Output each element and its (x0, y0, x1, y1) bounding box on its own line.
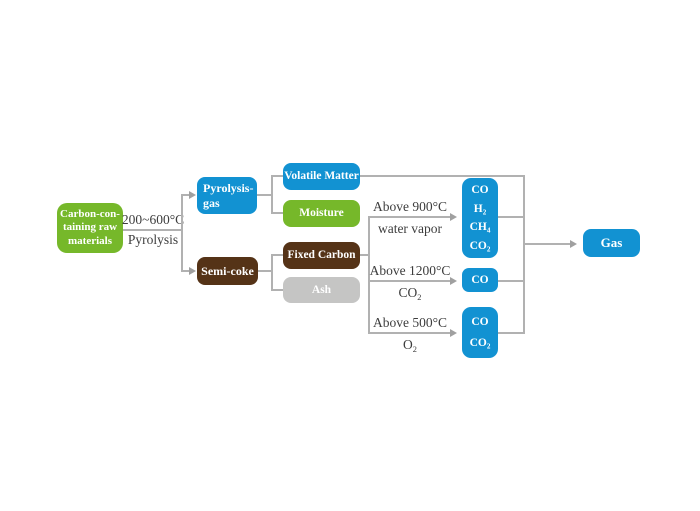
chemical-formula: CH4 (469, 221, 491, 235)
connector-to-moisture (271, 212, 283, 214)
connector-fixed-carbon-out (360, 254, 370, 256)
connector-to-fixed-carbon (271, 254, 283, 256)
reaction1-reagent: water vapor (370, 221, 450, 237)
connector-products2-to-bus (498, 280, 525, 282)
node-raw-materials-line2: taining raw (62, 221, 118, 234)
reaction1-arrow-line (368, 216, 451, 218)
reaction3-arrow-line (368, 332, 451, 334)
reaction2-arrowhead (450, 277, 457, 285)
chemical-formula: CO2 (469, 337, 491, 351)
connector-to-ash (271, 289, 283, 291)
node-moisture-label: Moisture (299, 207, 344, 220)
chemical-formula: CO2 (469, 240, 491, 254)
reaction3-reagent-sub: 2 (412, 344, 417, 354)
connector-coke-bracket (271, 254, 273, 291)
node-volatile-matter: Volatile Matter (283, 163, 360, 190)
pyrolysis-condition-label: 200~600°C (121, 212, 185, 227)
reaction3-reagent-base: O (403, 337, 413, 352)
arrowhead-pyrolysis-gas (189, 191, 196, 199)
node-products-o2-reaction: CO CO2 (462, 307, 498, 358)
reaction1-reagent-base: water vapor (377, 221, 443, 236)
node-gas: Gas (583, 229, 640, 257)
connector-to-semi-coke (181, 270, 190, 272)
arrowhead-semi-coke (189, 267, 196, 275)
connector-products3-to-bus (498, 332, 525, 334)
reaction2-reagent-sub: 2 (417, 292, 422, 302)
node-ash-label: Ash (311, 283, 332, 296)
reaction2-arrow-line (368, 280, 451, 282)
connector-to-pyrolysis-gas (181, 194, 190, 196)
node-fixed-carbon: Fixed Carbon (283, 242, 360, 269)
connector-volatile-to-bus (360, 175, 525, 177)
node-semi-coke-label: Semi-coke (201, 263, 254, 278)
connector-semi-coke-out (258, 270, 273, 272)
reaction3-reagent: O2 (370, 337, 450, 354)
connector-left-bus (368, 216, 370, 334)
node-raw-materials: Carbon-con- taining raw materials (57, 203, 123, 253)
node-semi-coke: Semi-coke (197, 257, 258, 285)
pyrolysis-process-label: Pyrolysis (127, 232, 179, 247)
chemical-formula: CO (471, 315, 489, 328)
node-raw-materials-line1: Carbon-con- (60, 207, 120, 220)
connector-to-volatile (271, 175, 283, 177)
chemical-formula: CO (471, 273, 489, 286)
reaction2-condition: Above 1200°C (369, 263, 451, 278)
connector-split-vertical (181, 194, 183, 272)
reaction1-arrowhead (450, 213, 457, 221)
reaction2-reagent: CO2 (370, 285, 450, 302)
chemical-formula: CO (471, 183, 489, 196)
reaction2-reagent-base: CO (398, 285, 418, 300)
connector-products1-to-bus (498, 216, 525, 218)
reaction3-condition: Above 500°C (372, 315, 448, 330)
chemical-formula: H2 (473, 202, 487, 217)
node-raw-materials-line3: materials (68, 234, 112, 247)
connector-pyrolysis-gas-out (257, 194, 273, 196)
node-ash: Ash (283, 277, 360, 303)
connector-gas-bracket (271, 175, 273, 214)
node-products-co2-reaction: CO (462, 268, 498, 292)
connector-bus-to-gas (523, 243, 571, 245)
node-volatile-matter-label: Volatile Matter (284, 170, 359, 183)
node-pyrolysis-gas-line2: gas (203, 195, 220, 210)
node-moisture: Moisture (283, 200, 360, 227)
connector-source-out (123, 229, 183, 231)
node-fixed-carbon-label: Fixed Carbon (287, 249, 356, 262)
node-gas-label: Gas (600, 235, 623, 251)
reaction3-arrowhead (450, 329, 457, 337)
reaction1-condition: Above 900°C (372, 199, 448, 214)
arrowhead-gas (570, 240, 577, 248)
connector-right-bus (523, 175, 525, 334)
node-pyrolysis-gas-line1: Pyrolysis- (203, 180, 254, 195)
node-pyrolysis-gas: Pyrolysis- gas (197, 177, 257, 214)
